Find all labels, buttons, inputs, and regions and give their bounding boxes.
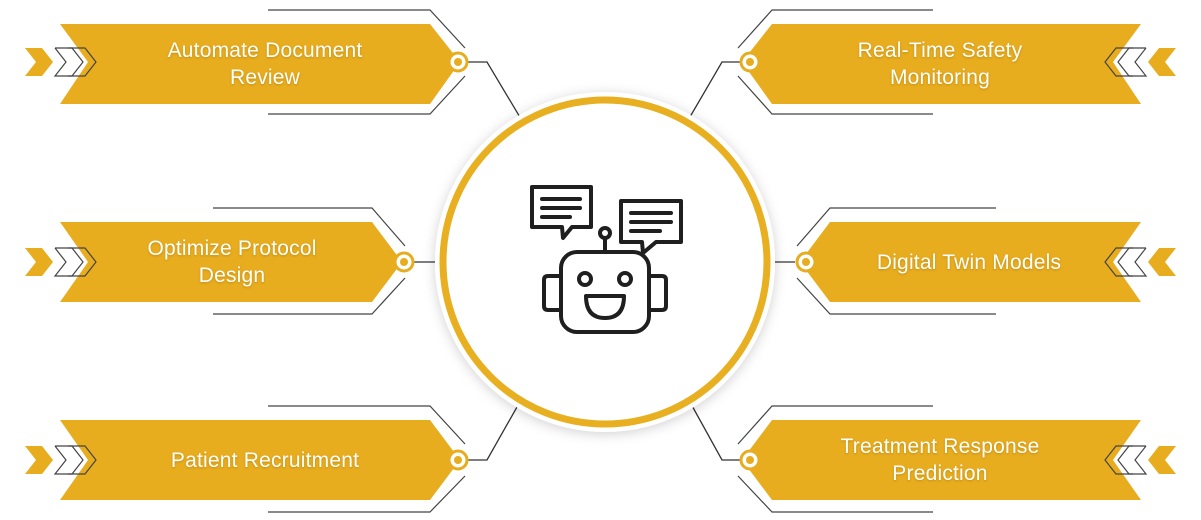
connector-lines: [414, 61, 795, 461]
chatbot-robot-icon: [530, 185, 683, 334]
connector-dot-core: [746, 456, 754, 464]
outline-frame-top: [796, 207, 996, 247]
outline-frame-bottom: [268, 75, 466, 115]
node-right-mid: [795, 207, 1176, 315]
outline-frame-top: [213, 207, 406, 247]
banner-shape: [60, 222, 402, 302]
chevron-right-icon: [25, 48, 53, 76]
outline-frame-bottom: [737, 475, 933, 513]
chevron-outline-icon: [68, 445, 97, 475]
chevron-outline-icon: [1104, 47, 1133, 77]
connector-dot-core: [746, 58, 754, 66]
outline-frame-top: [737, 405, 933, 445]
connector-right-bottom: [679, 383, 740, 461]
outline-frame-bottom: [737, 75, 933, 115]
chevron-outline-icon: [53, 247, 84, 277]
connector-left-top: [466, 61, 531, 135]
outline-frame-top: [737, 9, 933, 49]
connector-dot-core: [454, 58, 462, 66]
outline-frame-bottom: [213, 277, 406, 315]
node-left-mid: [25, 207, 415, 315]
connector-dot-core: [802, 258, 810, 266]
connector-dot-core: [400, 258, 408, 266]
chevron-right-icon: [25, 446, 53, 474]
chevron-outline-icon: [1117, 47, 1148, 77]
chevron-outline-icon: [68, 47, 97, 77]
banner-shape: [800, 222, 1141, 302]
center-circle-bg: [435, 92, 775, 432]
chevron-outline-icon: [1117, 247, 1148, 277]
chevron-right-icon: [25, 248, 53, 276]
node-left-top: [25, 9, 469, 115]
center-hub: [435, 92, 775, 432]
chevron-outline-icon: [1117, 445, 1148, 475]
node-left-bottom: [25, 405, 469, 513]
chevron-outline-icon: [53, 445, 84, 475]
chevron-left-icon: [1148, 48, 1176, 76]
speech-bubble-icon: [530, 185, 593, 240]
robot-head: [559, 250, 651, 334]
chevron-outline-icon: [53, 47, 84, 77]
center-circle-ring: [439, 96, 771, 428]
chevron-outline-icon: [1104, 445, 1133, 475]
banner-shape: [60, 420, 460, 500]
banner-shape: [60, 24, 460, 104]
outline-frame-bottom: [796, 277, 996, 315]
outline-frame-top: [268, 9, 466, 49]
chevron-outline-icon: [68, 247, 97, 277]
outline-frame-bottom: [268, 475, 466, 513]
banner-shape: [742, 24, 1141, 104]
banner-shape: [742, 420, 1141, 500]
connector-dot-core: [454, 456, 462, 464]
node-right-bottom: [737, 405, 1176, 513]
outline-frame-top: [268, 405, 466, 445]
chevron-left-icon: [1148, 248, 1176, 276]
chevron-outline-icon: [1104, 247, 1133, 277]
connector-left-bottom: [468, 383, 531, 461]
connector-right-top: [679, 61, 740, 135]
speech-bubble-icon: [619, 199, 683, 255]
chevron-left-icon: [1148, 446, 1176, 474]
node-right-top: [737, 9, 1176, 115]
